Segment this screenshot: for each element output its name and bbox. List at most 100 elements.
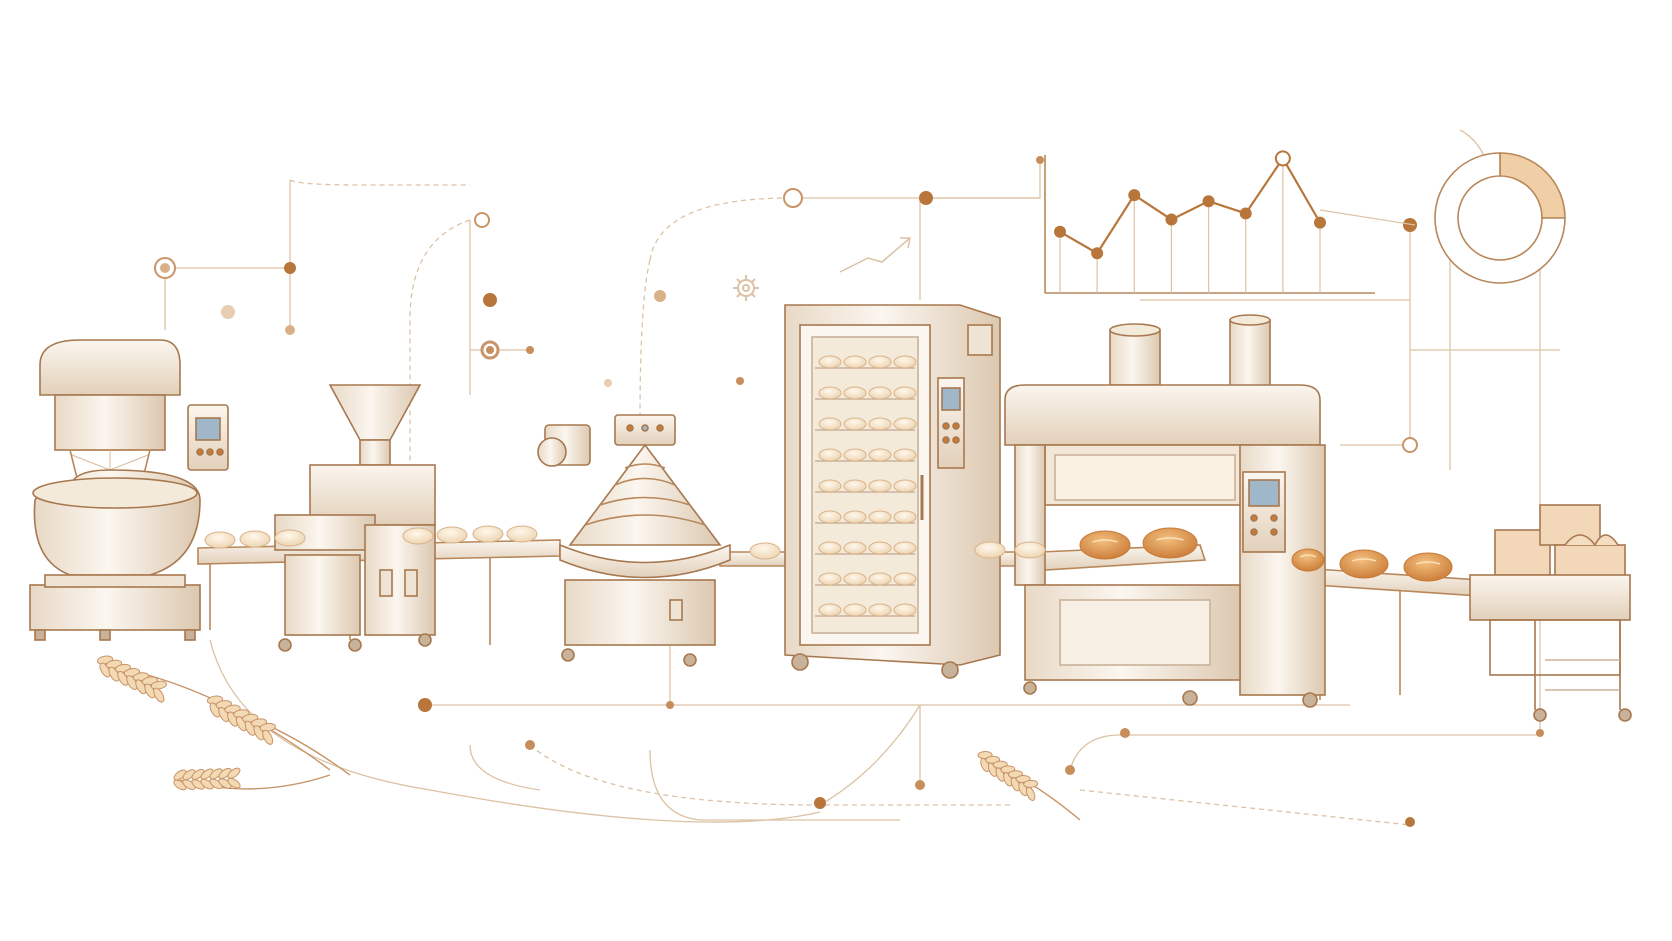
packaging-station: [1469, 504, 1632, 722]
dough-ball: [843, 572, 867, 586]
wheat-grain: [150, 680, 167, 690]
wheat-grain: [227, 777, 241, 789]
line-chart: [1044, 150, 1416, 294]
dough-ball: [974, 541, 1006, 559]
dough-ball: [818, 417, 842, 431]
wheat-grain: [218, 778, 232, 789]
chart-series-line: [1059, 156, 1321, 255]
dough-ball: [818, 355, 842, 369]
dough-ball: [843, 386, 867, 400]
dough-ball: [868, 386, 892, 400]
display-screen: [195, 417, 221, 441]
dough-ball: [274, 529, 306, 547]
dough-ball: [818, 386, 842, 400]
bread-score-line: [1092, 539, 1118, 543]
dough-ball: [436, 526, 468, 544]
dough-ball: [402, 527, 434, 545]
dough-ball: [818, 479, 842, 493]
chart-data-point: [1054, 225, 1066, 238]
bread-loaf: [1403, 552, 1453, 582]
wheat-grain: [209, 768, 223, 780]
dough-ball: [893, 572, 917, 586]
donut-slice: [1499, 152, 1566, 219]
donut-chart: [1434, 152, 1566, 284]
wheat-grain: [218, 767, 232, 780]
wheat-grain: [227, 767, 241, 779]
dough-ball: [868, 572, 892, 586]
chart-connector: [1319, 209, 1416, 226]
dough-ball: [868, 541, 892, 555]
trend-arrow-icon: [839, 237, 911, 273]
wheat-grain: [209, 778, 223, 790]
wheat-grain: [153, 687, 165, 703]
bread-score-line: [1156, 537, 1184, 541]
dough-ball: [843, 417, 867, 431]
chart-data-point: [1239, 207, 1252, 220]
dough-ball: [843, 541, 867, 555]
dough-ball: [893, 386, 917, 400]
wheat-grain: [262, 729, 274, 745]
dough-ball: [818, 541, 842, 555]
gear-icon: [733, 275, 759, 301]
chart-data-point: [1091, 247, 1104, 260]
dough-ball: [818, 510, 842, 524]
dough-ball: [818, 603, 842, 617]
dough-ball: [868, 479, 892, 493]
wheat-grain: [182, 779, 196, 791]
dough-ball: [868, 510, 892, 524]
dough-divider: [274, 384, 436, 652]
dough-ball: [818, 572, 842, 586]
dough-ball: [843, 448, 867, 462]
display-screen: [941, 387, 961, 411]
chart-data-point: [1274, 150, 1291, 167]
dough-ball: [868, 448, 892, 462]
display-screen: [1248, 479, 1280, 507]
spiral-mixer: [29, 339, 229, 641]
dough-ball: [843, 603, 867, 617]
wheat-grain: [182, 769, 196, 781]
bread-loaf: [1291, 548, 1325, 572]
network-nodes: [154, 156, 1544, 827]
chart-data-point: [1165, 213, 1178, 226]
bread-loaf: [1142, 527, 1198, 559]
wheat-grain: [200, 768, 214, 780]
wheat-grain: [173, 779, 187, 791]
dough-ball: [893, 417, 917, 431]
donut-slice: [1434, 152, 1566, 284]
wheat-grain: [1023, 779, 1039, 788]
chart-data-point: [1202, 195, 1215, 208]
dough-ball: [843, 510, 867, 524]
wheat-icon: [977, 750, 1081, 821]
proofing-cabinet: [784, 304, 1001, 679]
machine-stations: [29, 304, 1632, 722]
dough-ball: [893, 603, 917, 617]
dough-ball: [868, 603, 892, 617]
wheat-grain: [173, 769, 187, 781]
dough-ball: [843, 355, 867, 369]
dough-ball: [818, 448, 842, 462]
bread-score-line: [1415, 561, 1441, 565]
chart-data-point: [1128, 189, 1141, 202]
dough-ball: [843, 479, 867, 493]
dough-ball: [204, 531, 236, 549]
wheat-grain: [200, 778, 214, 790]
bread-score-line: [1299, 554, 1317, 558]
dough-ball: [893, 510, 917, 524]
bread-loaf: [1339, 549, 1389, 579]
dough-ball: [893, 448, 917, 462]
conical-rounder: [537, 414, 731, 667]
wheat-grain: [1025, 786, 1036, 801]
bread-and-dough-items: [204, 525, 1453, 582]
dough-ball: [893, 541, 917, 555]
bread-score-line: [1351, 558, 1377, 562]
dough-ball: [893, 479, 917, 493]
dough-ball: [506, 525, 538, 543]
dough-ball: [239, 530, 271, 548]
wheat-grain: [191, 768, 205, 780]
bread-loaf: [1079, 530, 1131, 560]
deck-oven: [1004, 314, 1326, 708]
dough-ball: [1014, 541, 1046, 559]
dough-ball: [893, 355, 917, 369]
